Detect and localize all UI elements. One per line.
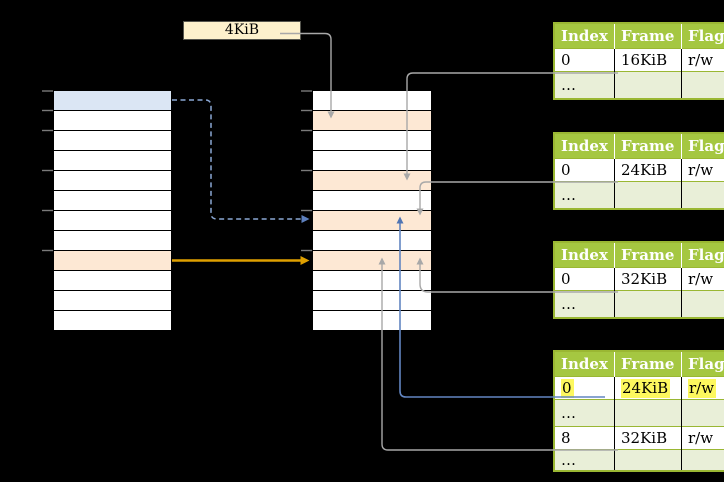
highlighted-value: 24KiB [621, 379, 671, 398]
cell-flags [681, 71, 724, 99]
column-header-flags: Flags [681, 133, 724, 159]
physical-memory-cell [313, 271, 431, 291]
column-header-frame: Frame [614, 351, 682, 377]
page-size-label: 4KiB [224, 22, 260, 38]
virtual-memory-cell [54, 191, 171, 211]
virtual-memory-cell [54, 271, 171, 291]
virtual-memory-cell [54, 91, 171, 111]
cell-frame [614, 290, 682, 318]
page-table-2: Index Frame Flags 0 24KiB r/w … [553, 132, 724, 210]
cell-flags: r/w [681, 158, 724, 182]
physical-memory-cell [313, 111, 431, 131]
table-row-ellipsis: … [554, 181, 724, 209]
physical-memory-cell [313, 151, 431, 171]
physical-memory-cell [313, 211, 431, 231]
cell-frame [614, 181, 682, 209]
virtual-memory-cell [54, 311, 171, 330]
cell-index: … [554, 71, 615, 99]
column-header-flags: Flags [681, 23, 724, 49]
column-header-frame: Frame [614, 23, 682, 49]
page-size-label-box: 4KiB [183, 21, 301, 40]
table-row-ellipsis: … [554, 449, 724, 471]
cell-index: 0 [554, 376, 615, 400]
column-header-index: Index [554, 351, 615, 377]
physical-memory-cell [313, 191, 431, 211]
cell-index: … [554, 449, 615, 471]
cell-frame [614, 71, 682, 99]
column-header-flags: Flags [681, 351, 724, 377]
virtual-memory-cell [54, 211, 171, 231]
column-header-frame: Frame [614, 133, 682, 159]
page-table-4: Index Frame Flags 0 24KiB r/w … 8 32KiB … [553, 350, 724, 472]
table-row: 0 32KiB r/w [554, 267, 724, 291]
physical-memory-cell [313, 251, 431, 271]
cell-frame [614, 449, 682, 471]
table-header-row: Index Frame Flags [554, 23, 724, 49]
column-header-index: Index [554, 133, 615, 159]
cell-index: … [554, 290, 615, 318]
cell-frame [614, 399, 682, 427]
cell-index: … [554, 181, 615, 209]
virtual-column-ticks [42, 90, 53, 252]
cell-flags [681, 399, 724, 427]
virtual-memory-cell [54, 131, 171, 151]
cell-frame: 32KiB [614, 426, 682, 450]
virtual-memory-cell [54, 171, 171, 191]
column-header-flags: Flags [681, 242, 724, 268]
column-header-index: Index [554, 242, 615, 268]
cell-frame: 24KiB [614, 376, 682, 400]
table-header-row: Index Frame Flags [554, 242, 724, 268]
cell-frame: 32KiB [614, 267, 682, 291]
cell-index: 0 [554, 48, 615, 72]
table-row-ellipsis: … [554, 399, 724, 427]
virtual-memory-cell [54, 151, 171, 171]
virtual-memory-cell [54, 251, 171, 271]
cell-flags [681, 181, 724, 209]
physical-memory-cell [313, 311, 431, 330]
cell-frame: 24KiB [614, 158, 682, 182]
page-table-1: Index Frame Flags 0 16KiB r/w … [553, 22, 724, 100]
page-table-3: Index Frame Flags 0 32KiB r/w … [553, 241, 724, 319]
cell-index: 8 [554, 426, 615, 450]
table-row: 8 32KiB r/w [554, 426, 724, 450]
physical-column-ticks [301, 90, 312, 252]
cell-flags [681, 290, 724, 318]
cell-flags [681, 449, 724, 471]
column-header-index: Index [554, 23, 615, 49]
table-row-ellipsis: … [554, 290, 724, 318]
cell-frame: 16KiB [614, 48, 682, 72]
physical-memory-cell [313, 91, 431, 111]
table-header-row: Index Frame Flags [554, 351, 724, 377]
virtual-memory-cell [54, 291, 171, 311]
cell-flags: r/w [681, 426, 724, 450]
virtual-memory-column [53, 90, 172, 331]
table-header-row: Index Frame Flags [554, 133, 724, 159]
cell-index: … [554, 399, 615, 427]
virtual-memory-cell [54, 111, 171, 131]
table-row: 0 24KiB r/w [554, 158, 724, 182]
cell-index: 0 [554, 267, 615, 291]
physical-memory-column [312, 90, 432, 331]
highlighted-value: 0 [561, 379, 574, 398]
cell-flags: r/w [681, 376, 724, 400]
column-header-frame: Frame [614, 242, 682, 268]
cell-flags: r/w [681, 48, 724, 72]
cell-index: 0 [554, 158, 615, 182]
physical-memory-cell [313, 231, 431, 251]
physical-memory-cell [313, 131, 431, 151]
physical-memory-cell [313, 291, 431, 311]
table-row-ellipsis: … [554, 71, 724, 99]
arrow-virtual-page-dashed [172, 99, 310, 223]
table-row-highlighted: 0 24KiB r/w [554, 376, 724, 400]
physical-memory-cell [313, 171, 431, 191]
highlighted-value: r/w [688, 379, 717, 398]
table-row: 0 16KiB r/w [554, 48, 724, 72]
cell-flags: r/w [681, 267, 724, 291]
virtual-memory-cell [54, 231, 171, 251]
